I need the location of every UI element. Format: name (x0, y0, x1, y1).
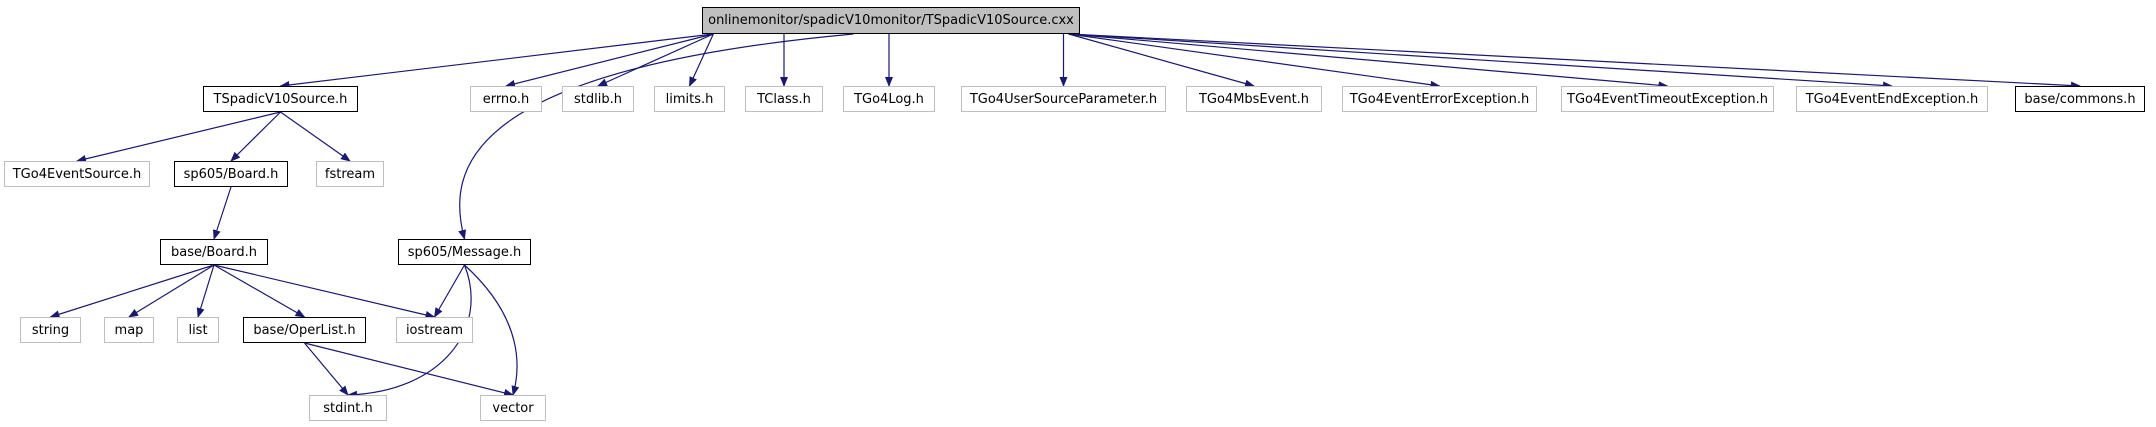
edge-root-to-message (458, 33, 854, 240)
edge-baseboard-to-string (49, 264, 215, 319)
edge-baseboard-to-operlist (213, 264, 306, 318)
node-vector: vector (480, 395, 546, 421)
node-sp605-message-h[interactable]: sp605/Message.h (398, 239, 531, 265)
node-stdint-h: stdint.h (309, 395, 387, 421)
node-fstream: fstream (316, 161, 384, 187)
node-stdlib-h: stdlib.h (562, 86, 634, 112)
edge-message-to-vector (464, 264, 520, 396)
node-tgo4eventerrorexception-h: TGo4EventErrorException.h (1342, 86, 1537, 112)
edge-root-to-limits (688, 33, 714, 87)
edge-root-to-tgo4mbs (1068, 33, 1255, 88)
node-tgo4eventtimeoutexception-h: TGo4EventTimeoutException.h (1561, 86, 1774, 112)
edge-message-to-stdint (347, 264, 472, 399)
node-tspadicv10source-h[interactable]: TSpadicV10Source.h (203, 86, 358, 112)
node-tspadicv10source-cxx: onlinemonitor/spadicV10monitor/TSpadicV1… (702, 7, 1080, 34)
edge-root-to-stdlib (597, 33, 714, 87)
edge-root-to-tspadic_h (279, 33, 714, 89)
node-tgo4log-h: TGo4Log.h (843, 86, 935, 112)
edge-tspadic_h-to-sp605board (230, 111, 281, 162)
edge-operlist-to-vector (304, 342, 514, 397)
node-base-board-h[interactable]: base/Board.h (160, 239, 268, 265)
node-tgo4mbsevent-h: TGo4MbsEvent.h (1186, 86, 1322, 112)
node-base-operlist-h[interactable]: base/OperList.h (243, 317, 366, 343)
edge-sp605board-to-baseboard (212, 186, 232, 240)
edge-operlist-to-stdint (304, 342, 349, 396)
node-list: list (177, 317, 219, 343)
edge-baseboard-to-list (196, 264, 215, 318)
node-tclass-h: TClass.h (745, 86, 823, 112)
node-tgo4eventendexception-h: TGo4EventEndException.h (1796, 86, 1988, 112)
edge-baseboard-to-map (128, 264, 215, 318)
edge-message-to-iostream (433, 264, 466, 318)
edge-root-to-tgo4timeout (1068, 33, 1669, 90)
node-limits-h: limits.h (654, 86, 725, 112)
edge-root-to-tgo4err (1068, 33, 1441, 89)
edge-root-to-errno (505, 33, 714, 88)
edge-tspadic_h-to-tgo4src (76, 111, 281, 163)
edge-tspadic_h-to-fstream (280, 111, 351, 162)
node-map: map (104, 317, 154, 343)
node-tgo4usersourceparameter-h: TGo4UserSourceParameter.h (961, 86, 1166, 112)
node-tgo4eventsource-h: TGo4EventSource.h (4, 161, 150, 187)
edge-root-to-tgo4end (1068, 33, 1893, 90)
node-string: string (20, 317, 81, 343)
node-sp605-board-h[interactable]: sp605/Board.h (174, 161, 288, 187)
node-base-commons-h[interactable]: base/commons.h (2015, 86, 2145, 112)
edge-baseboard-to-iostream (213, 264, 436, 319)
edge-root-to-commons (1068, 33, 2081, 90)
node-iostream: iostream (396, 317, 473, 343)
node-errno-h: errno.h (470, 86, 542, 112)
